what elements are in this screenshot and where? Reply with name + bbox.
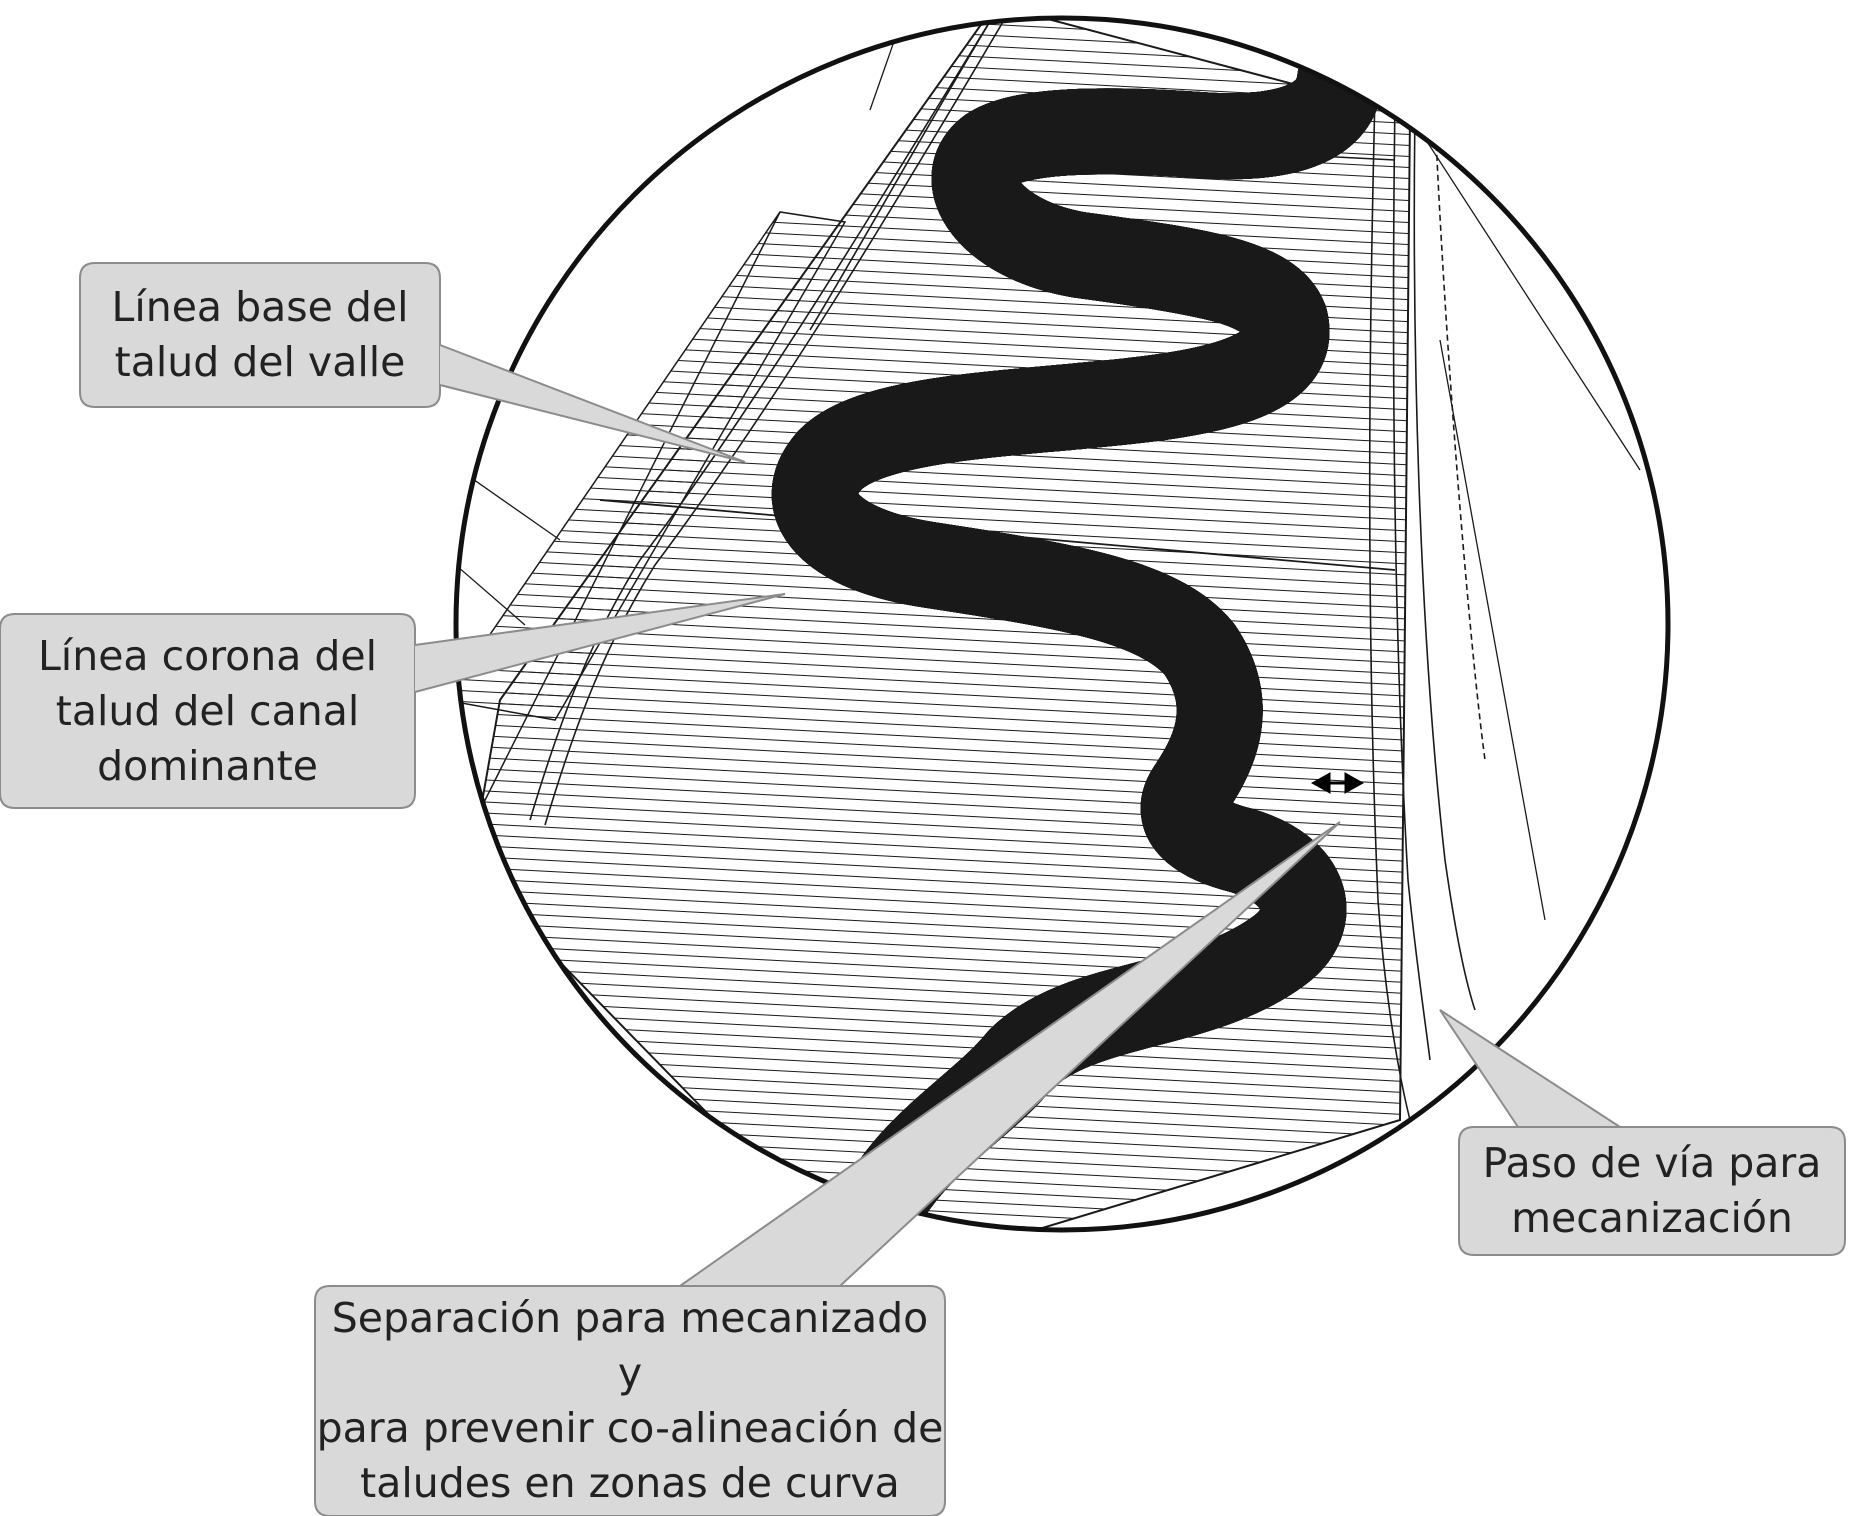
callout-valley-base (79, 262, 746, 463)
magnified-view (453, 15, 1671, 1233)
double-arrow-icon (1310, 772, 1365, 794)
valley-slope-lines (456, 18, 1641, 1121)
callout-machinery-path (1439, 1009, 1846, 1256)
callout-separation (314, 821, 1341, 1516)
callout-channel-crown (0, 593, 786, 809)
meandering-channel (815, 37, 1383, 1230)
magnifier-circle (453, 15, 1671, 1233)
